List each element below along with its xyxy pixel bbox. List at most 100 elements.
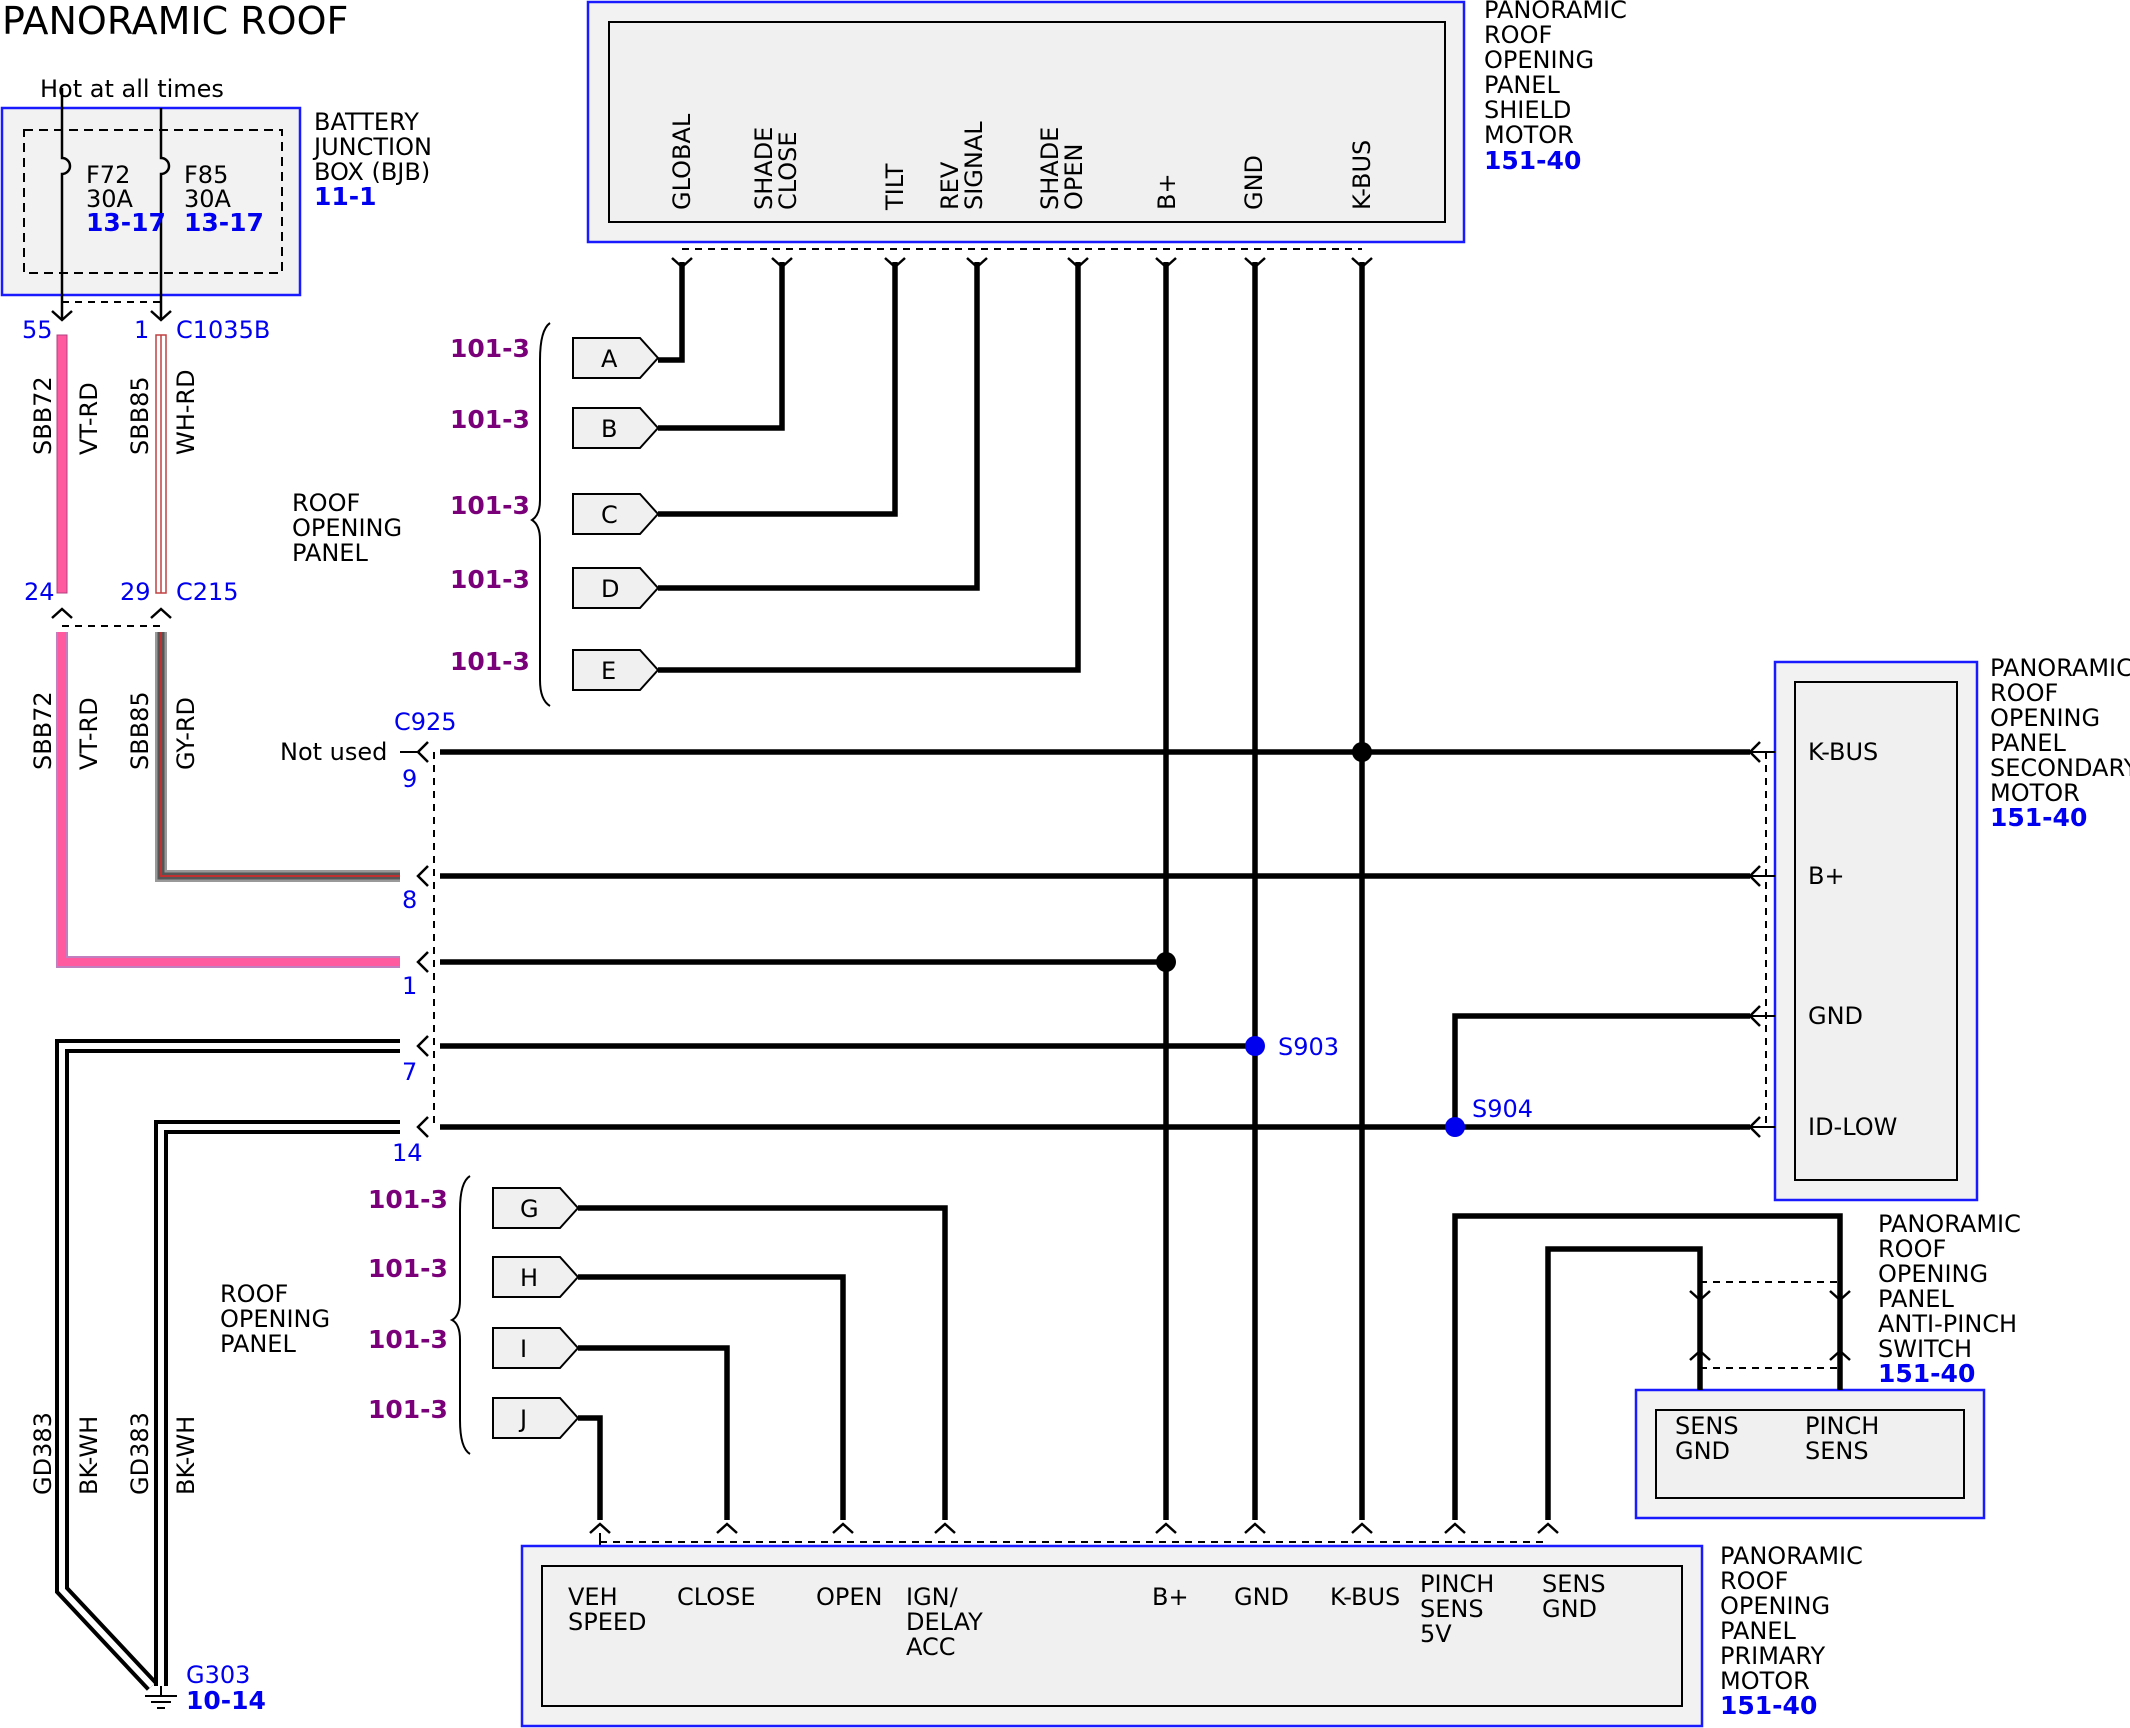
fuse-f85-rating: 30A xyxy=(184,185,232,213)
group2-ref-h[interactable]: 101-3 xyxy=(368,1254,448,1283)
group1-brace xyxy=(530,322,551,707)
hot-label: Hot at all times xyxy=(40,75,224,103)
group1-ref-a[interactable]: 101-3 xyxy=(450,334,530,363)
wire-tilt xyxy=(658,262,898,517)
group1-ref-c[interactable]: 101-3 xyxy=(450,491,530,520)
pin-24: 24 xyxy=(24,578,55,606)
group1-ref-d[interactable]: 101-3 xyxy=(450,565,530,594)
bjb-ref[interactable]: 11-1 xyxy=(314,182,377,211)
connector-h[interactable]: H xyxy=(492,1256,580,1298)
bjb-label-3: BOX (BJB) xyxy=(314,158,430,186)
splice-s904-label: S904 xyxy=(1472,1095,1533,1123)
group2-ref-j[interactable]: 101-3 xyxy=(368,1395,448,1424)
splice-s903 xyxy=(1245,1036,1265,1056)
splice-kbus xyxy=(1352,742,1372,762)
pin-shade-close: SHADECLOSE xyxy=(750,127,802,210)
connector-b[interactable]: B xyxy=(572,407,660,449)
shield-motor-ref[interactable]: 151-40 xyxy=(1484,146,1581,175)
circuit-gd383-b: GD383 xyxy=(126,1412,154,1495)
pin-gnd: GND xyxy=(1240,155,1268,210)
group2-brace xyxy=(449,1175,471,1455)
connector-a[interactable]: A xyxy=(572,337,660,379)
pm-pin-pinch-3: 5V xyxy=(1420,1620,1452,1648)
fuse-f85-id: F85 xyxy=(184,161,228,189)
group2-label-3: PANEL xyxy=(220,1330,296,1358)
color-bk-wh-a: BK-WH xyxy=(75,1416,103,1495)
circuit-sbb72-a: SBB72 xyxy=(29,376,57,455)
connector-j[interactable]: J xyxy=(492,1397,580,1439)
pm-pin-ign-3: ACC xyxy=(906,1633,956,1661)
primary-motor-label-4: PANEL xyxy=(1720,1617,1796,1645)
primary-motor-label-3: OPENING xyxy=(1720,1592,1830,1620)
sec-pin-bplus: B+ xyxy=(1808,862,1845,890)
secondary-motor-label-4: PANEL xyxy=(1990,729,2066,757)
primary-motor-label-1: PANORAMIC xyxy=(1720,1542,1863,1570)
pm-pin-ign-1: IGN/ xyxy=(906,1583,959,1611)
ap-pin-sens-gnd-2: GND xyxy=(1675,1437,1730,1465)
secondary-motor: K-BUS B+ GND ID-LOW xyxy=(1748,660,1979,1202)
svg-text:C: C xyxy=(601,501,618,529)
group1-ref-b[interactable]: 101-3 xyxy=(450,405,530,434)
pm-pin-kbus: K-BUS xyxy=(1330,1583,1400,1611)
secondary-motor-label-3: OPENING xyxy=(1990,704,2100,732)
pin-29: 29 xyxy=(120,578,151,606)
sec-pin-idlow: ID-LOW xyxy=(1808,1113,1897,1141)
fuse-f85-ref[interactable]: 13-17 xyxy=(184,208,264,237)
splice-s903-label: S903 xyxy=(1278,1033,1339,1061)
c925-pin-9: 9 xyxy=(402,765,417,793)
color-gy-rd: GY-RD xyxy=(172,697,200,770)
fuse-f72-id: F72 xyxy=(86,161,130,189)
secondary-motor-label-5: SECONDARY xyxy=(1990,754,2130,782)
splice-s904 xyxy=(1445,1117,1465,1137)
bjb-label-1: BATTERY xyxy=(314,108,419,136)
group2-ref-g[interactable]: 101-3 xyxy=(368,1185,448,1214)
fuse-f72-ref[interactable]: 13-17 xyxy=(86,208,166,237)
group1-ref-e[interactable]: 101-3 xyxy=(450,647,530,676)
splice-bplus xyxy=(1156,952,1176,972)
not-used-label: Not used xyxy=(280,738,387,766)
shield-motor-pins: GLOBAL SHADECLOSE TILT REVSIGNAL SHADEOP… xyxy=(668,113,1376,211)
pin-kbus: K-BUS xyxy=(1348,140,1376,210)
shield-motor-label-1: PANORAMIC xyxy=(1484,0,1627,24)
color-bk-wh-b: BK-WH xyxy=(172,1416,200,1495)
antipinch-switch: SENS GND PINCH SENS xyxy=(1452,1213,1986,1520)
group1: A B C D E 101-3 101-3 101-3 101-3 101-3 … xyxy=(292,322,660,707)
group1-label-2: OPENING xyxy=(292,514,402,542)
group1-label-3: PANEL xyxy=(292,539,368,567)
pm-pin-veh-speed-1: VEH xyxy=(568,1583,618,1611)
wire-close xyxy=(578,1345,730,1520)
c925-pin-14: 14 xyxy=(392,1139,423,1167)
pin-tilt: TILT xyxy=(881,163,909,211)
bjb-label-2: JUNCTION xyxy=(312,133,432,161)
connector-d[interactable]: D xyxy=(572,567,660,609)
wire-shade-open xyxy=(658,262,1081,673)
ground-g303: G303 xyxy=(186,1661,250,1689)
shield-motor-label-3: OPENING xyxy=(1484,46,1594,74)
connector-c[interactable]: C xyxy=(572,493,660,535)
shield-motor-label-2: ROOF xyxy=(1484,21,1552,49)
ground-ref[interactable]: 10-14 xyxy=(186,1686,266,1715)
svg-text:H: H xyxy=(520,1264,538,1292)
connector-i[interactable]: I xyxy=(492,1327,580,1369)
c925-pin-1: 1 xyxy=(402,972,417,1000)
secondary-motor-label-6: MOTOR xyxy=(1990,779,2080,807)
wire-shade-close xyxy=(658,262,785,431)
connector-e[interactable]: E xyxy=(572,649,660,691)
connector-c215: C215 xyxy=(176,578,239,606)
antipinch-ref[interactable]: 151-40 xyxy=(1878,1359,1975,1388)
wire-global xyxy=(658,262,685,363)
connector-g[interactable]: G xyxy=(492,1187,580,1229)
primary-motor-ref[interactable]: 151-40 xyxy=(1720,1691,1817,1720)
pm-pin-veh-speed-2: SPEED xyxy=(568,1608,647,1636)
secondary-motor-ref[interactable]: 151-40 xyxy=(1990,803,2087,832)
pm-pin-pinch-2: SENS xyxy=(1420,1595,1484,1623)
wire-pinch-sens xyxy=(1452,1213,1843,1520)
group2-ref-i[interactable]: 101-3 xyxy=(368,1325,448,1354)
svg-text:E: E xyxy=(601,657,616,685)
secondary-motor-label-1: PANORAMIC xyxy=(1990,654,2130,682)
secondary-motor-label-2: ROOF xyxy=(1990,679,2058,707)
antipinch-label-5: ANTI-PINCH xyxy=(1878,1310,2017,1338)
svg-text:I: I xyxy=(520,1335,527,1363)
pin-55: 55 xyxy=(22,316,53,344)
